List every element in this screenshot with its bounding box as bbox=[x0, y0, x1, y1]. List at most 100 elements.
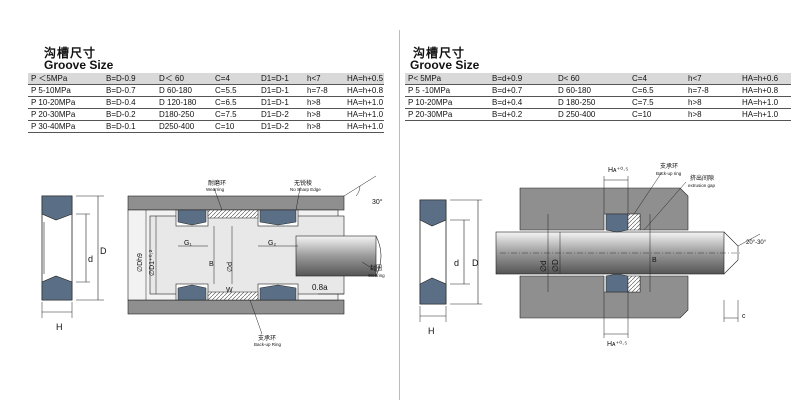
table-cell-d1: D1=D-2 bbox=[261, 122, 289, 131]
table-cell-ha: HA=h+1.0 bbox=[742, 98, 779, 107]
panel-divider bbox=[399, 30, 400, 400]
backup-label-cn: 支承环 bbox=[660, 162, 678, 170]
extrusion-label-en: extrusion gap bbox=[688, 183, 716, 188]
dim-c-label: c bbox=[742, 313, 746, 320]
dim-W-label: W bbox=[226, 287, 233, 294]
table-cell-ha: HA=h+0.6 bbox=[739, 73, 791, 85]
groove-size-title-en: Groove Size bbox=[410, 58, 480, 72]
backup-label-en: Back-up ring bbox=[656, 171, 682, 176]
table-cell-d: D250-400 bbox=[159, 122, 195, 131]
table-cell-ha: HA=h+0.8 bbox=[742, 86, 779, 95]
dim-D-label: D bbox=[100, 246, 107, 256]
dim-B-label: B bbox=[652, 257, 657, 264]
table-cell-d1: D1=D-1 bbox=[258, 73, 304, 85]
extrusion-label-cn: 挤出间隙 bbox=[690, 174, 714, 182]
table-cell-p: P 5 -10MPa bbox=[408, 86, 451, 95]
table-cell-c: C=4 bbox=[212, 73, 258, 85]
table-cell-h: h=7-8 bbox=[307, 86, 328, 95]
table-cell-p: P 30-40MPa bbox=[31, 122, 76, 131]
groove-size-title-en: Groove Size bbox=[44, 58, 114, 72]
table-cell-c: C=7.5 bbox=[215, 110, 237, 119]
table-cell-d: D 60-180 bbox=[558, 86, 591, 95]
left-seal-section bbox=[41, 195, 104, 318]
table-cell-b: B=d+0.4 bbox=[492, 98, 523, 107]
gap-label: 0.8a bbox=[312, 283, 328, 292]
table-cell-b: B=D-0.2 bbox=[106, 110, 136, 119]
table-cell-h: h>8 bbox=[307, 98, 321, 107]
left-piston-assembly bbox=[127, 175, 382, 335]
table-cell-p: P 10-20MPa bbox=[31, 98, 76, 107]
table-cell-b: B=d+0.9 bbox=[489, 73, 555, 85]
table-cell-b: B=D-0.1 bbox=[106, 122, 136, 131]
table-cell-b: B=D-0.7 bbox=[106, 86, 136, 95]
nosharp-label-en: No Sharp Edge bbox=[290, 187, 321, 192]
table-cell-p: P 20-30MPa bbox=[31, 110, 76, 119]
table-cell-p: P 20-30MPa bbox=[408, 110, 453, 119]
table-cell-b: B=D-0.9 bbox=[103, 73, 156, 85]
dim-B-label: B bbox=[209, 261, 214, 268]
table-cell-h: h>8 bbox=[688, 98, 702, 107]
table-cell-ha: HA=h+0.5 bbox=[344, 73, 384, 85]
dim-OD-label: ∅Dh9 bbox=[137, 253, 144, 272]
dim-D-label: D bbox=[472, 258, 479, 268]
dim-d-label: d bbox=[88, 254, 93, 264]
dim-G2-label: G₂ bbox=[268, 240, 276, 247]
dim-Od-label: ∅d bbox=[539, 261, 548, 272]
table-cell-d: D< 60 bbox=[555, 73, 629, 85]
table-cell-b: B=D-0.4 bbox=[106, 98, 136, 107]
nosharp-label-cn: 无锐棱 bbox=[294, 179, 312, 187]
table-cell-d1: D1=D-1 bbox=[261, 98, 289, 107]
dim-H-label: H bbox=[56, 322, 63, 332]
dim-OD-label: ∅D bbox=[551, 259, 560, 272]
table-cell-c: C=5.5 bbox=[215, 86, 237, 95]
dim-Ha-top-label: Hᴀ⁺⁰·⁵ bbox=[608, 166, 628, 174]
dim-H-label: H bbox=[428, 326, 435, 336]
table-cell-h: h=7-8 bbox=[688, 86, 709, 95]
table-cell-d: D180-250 bbox=[159, 110, 195, 119]
dim-Ha-bottom-label: Hᴀ⁺⁰·⁵ bbox=[607, 340, 627, 348]
dim-Od-label: ∅d bbox=[227, 262, 234, 272]
angle-30-label: 30° bbox=[372, 198, 383, 206]
table-cell-d1: D1=D-2 bbox=[261, 110, 289, 119]
table-cell-d: D 120-180 bbox=[159, 98, 197, 107]
table-cell-c: C=10 bbox=[632, 110, 652, 119]
table-cell-p: P 5-10MPa bbox=[31, 86, 71, 95]
table-cell-b: B=d+0.2 bbox=[492, 110, 523, 119]
table-cell-d1: D1=D-1 bbox=[261, 86, 289, 95]
table-cell-ha: HA=h+1.0 bbox=[742, 110, 779, 119]
groove-size-title-cn: 沟槽尺寸 bbox=[413, 46, 466, 60]
table-row: P 5-10MPa B=D-0.7 D 60-180 C=5.5 D1=D-1 h=7-8… bbox=[28, 85, 384, 97]
table-cell-c: C=10 bbox=[215, 122, 235, 131]
wearring-label-cn: 耐磨环 bbox=[208, 179, 226, 187]
dim-OD1-label: ∅D1⁺⁰·² bbox=[148, 249, 156, 276]
table-cell-p: P ＜5MPa bbox=[28, 73, 103, 85]
table-cell-d: D 180-250 bbox=[558, 98, 596, 107]
dim-G1-label: G₁ bbox=[184, 240, 192, 247]
table-cell-d: D 250-400 bbox=[558, 110, 596, 119]
wearring-label-en: Wearring bbox=[206, 187, 225, 192]
table-cell-h: h<7 bbox=[685, 73, 739, 85]
seal-label-cn: 封圈 bbox=[370, 264, 382, 272]
right-seal-section bbox=[419, 199, 482, 322]
table-cell-p: P< 5MPa bbox=[405, 73, 489, 85]
table-cell-h: h<7 bbox=[304, 73, 344, 85]
table-cell-d: D 60-180 bbox=[159, 86, 192, 95]
dim-d-label: d bbox=[454, 258, 459, 268]
seal-label-en: Wearing bbox=[368, 273, 385, 278]
table-cell-h: h>8 bbox=[307, 122, 321, 131]
groove-size-title-cn: 沟槽尺寸 bbox=[44, 46, 97, 60]
table-cell-c: C=7.5 bbox=[632, 98, 654, 107]
